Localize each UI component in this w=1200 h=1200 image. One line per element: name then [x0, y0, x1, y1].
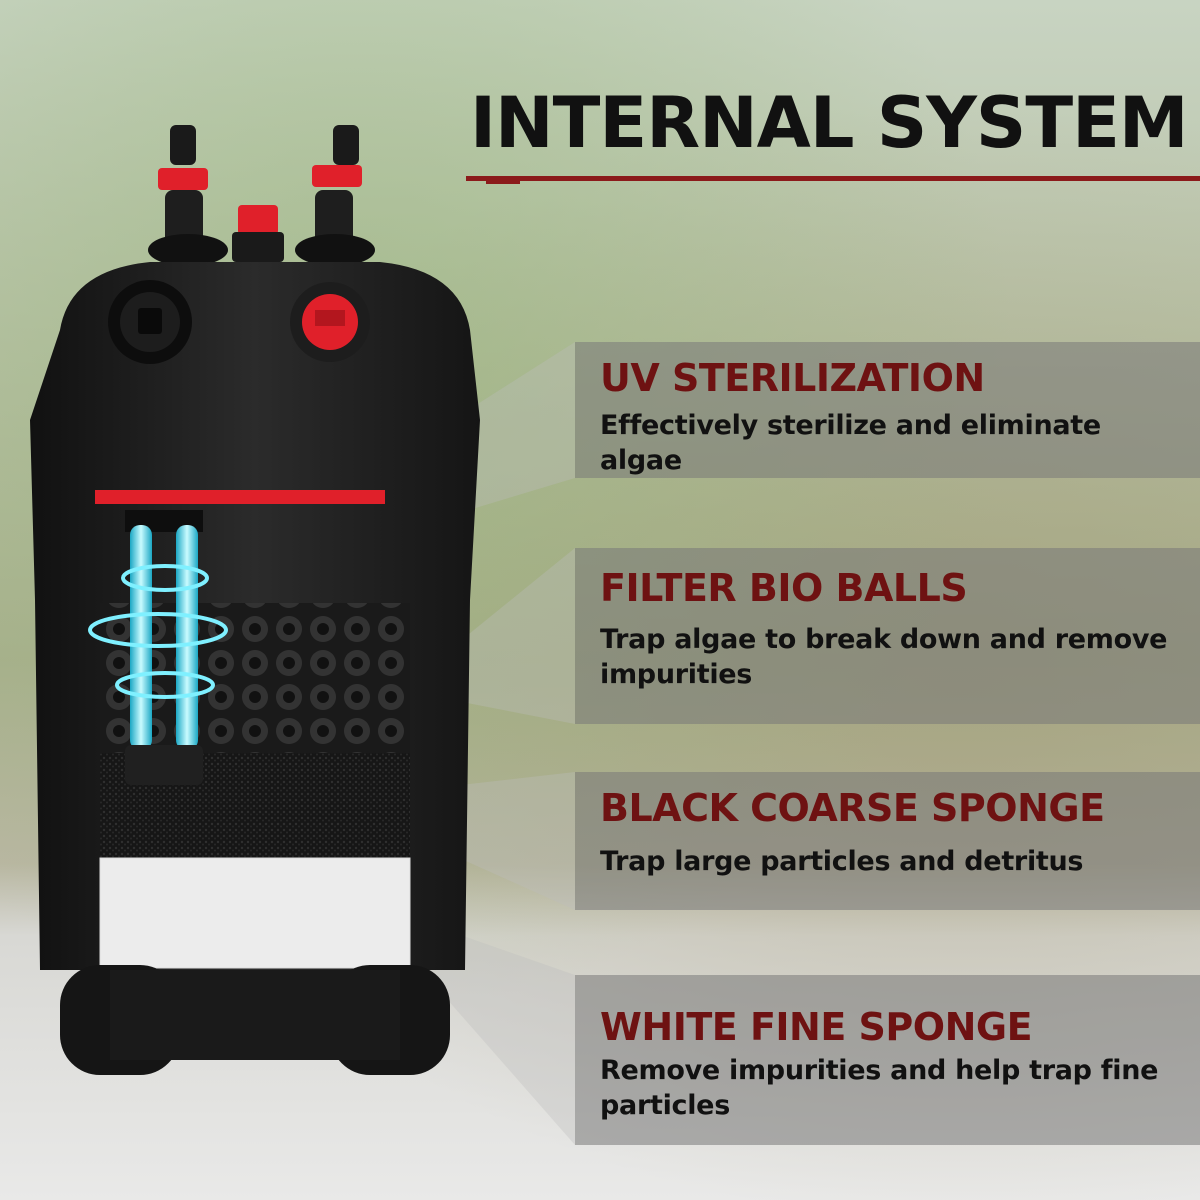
- red-band: [95, 490, 385, 504]
- feature-description: Remove impurities and help trap fine par…: [600, 1055, 1159, 1121]
- red-cap-icon: [232, 205, 284, 262]
- feature-description: Trap large particles and detritus: [600, 846, 1084, 877]
- page-title: INTERNAL SYSTEM: [470, 82, 1189, 164]
- feature-heading: BLACK COARSE SPONGE: [600, 786, 1105, 830]
- feature-heading: WHITE FINE SPONGE: [600, 1005, 1033, 1049]
- feature-heading: UV STERILIZATION: [600, 356, 985, 400]
- feature-heading: FILTER BIO BALLS: [600, 566, 968, 610]
- title-underline-accent: [486, 180, 520, 184]
- feature-panel-coarse-sponge: BLACK COARSE SPONGE Trap large particles…: [575, 772, 1200, 910]
- uv-lamp-icon: [88, 510, 228, 785]
- feature-panel-fine-sponge: WHITE FINE SPONGE Remove impurities and …: [575, 975, 1200, 1145]
- feature-panel-uv: UV STERILIZATION Effectively sterilize a…: [575, 342, 1200, 478]
- filter-lid: [30, 262, 480, 420]
- feature-panel-bio-balls: FILTER BIO BALLS Trap algae to break dow…: [575, 548, 1200, 724]
- valve-left: [158, 125, 208, 245]
- canister-filter-illustration: [30, 125, 480, 1075]
- feature-description: Trap algae to break down and remove impu…: [600, 624, 1168, 690]
- white-sponge-layer: [100, 858, 410, 968]
- title-underline: [466, 176, 1200, 181]
- feature-description: Effectively sterilize and eliminate alga…: [600, 410, 1101, 476]
- valve-right: [312, 125, 362, 245]
